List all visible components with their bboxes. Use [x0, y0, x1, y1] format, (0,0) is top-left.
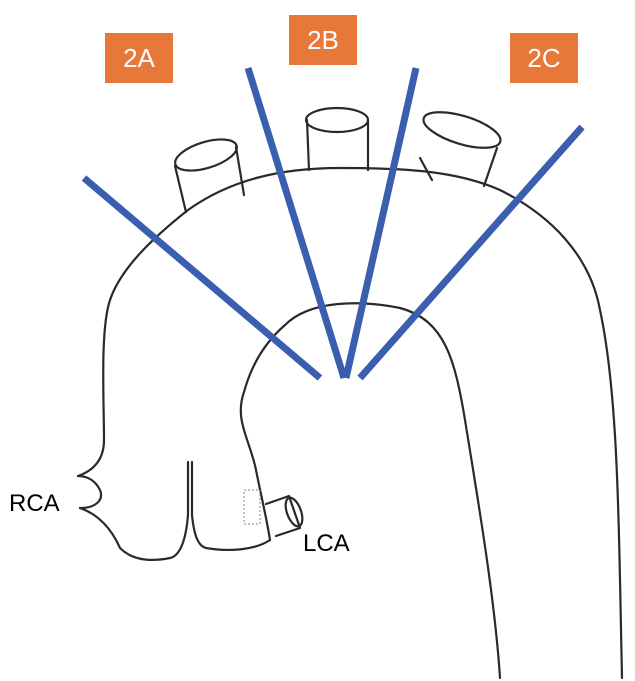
lca-branch: [266, 496, 300, 536]
zone-2c-label-box: 2C: [510, 33, 578, 83]
zone-2a-label-box: 2A: [105, 33, 173, 83]
zone-2b-label: 2B: [307, 25, 339, 56]
brachiocephalic-opening: [172, 133, 241, 177]
rca-stub: [78, 476, 101, 508]
brachiocephalic-trunk: [175, 147, 244, 212]
left-subclavian-artery: [420, 148, 497, 186]
aorta-inner-wall: [241, 303, 500, 678]
zone-2c-label: 2C: [527, 43, 560, 74]
zone-2a-label: 2A: [123, 43, 155, 74]
left-subclavian-opening: [420, 105, 505, 155]
aortic-root: [80, 462, 270, 560]
zone-2b-label-box: 2B: [289, 15, 357, 65]
lca-label: LCA: [303, 532, 350, 556]
zone-2a-cut-line: [84, 178, 320, 378]
rca-label: RCA: [9, 492, 60, 516]
left-carotid-opening: [306, 108, 368, 132]
lca-dotted-marker: [244, 490, 260, 524]
